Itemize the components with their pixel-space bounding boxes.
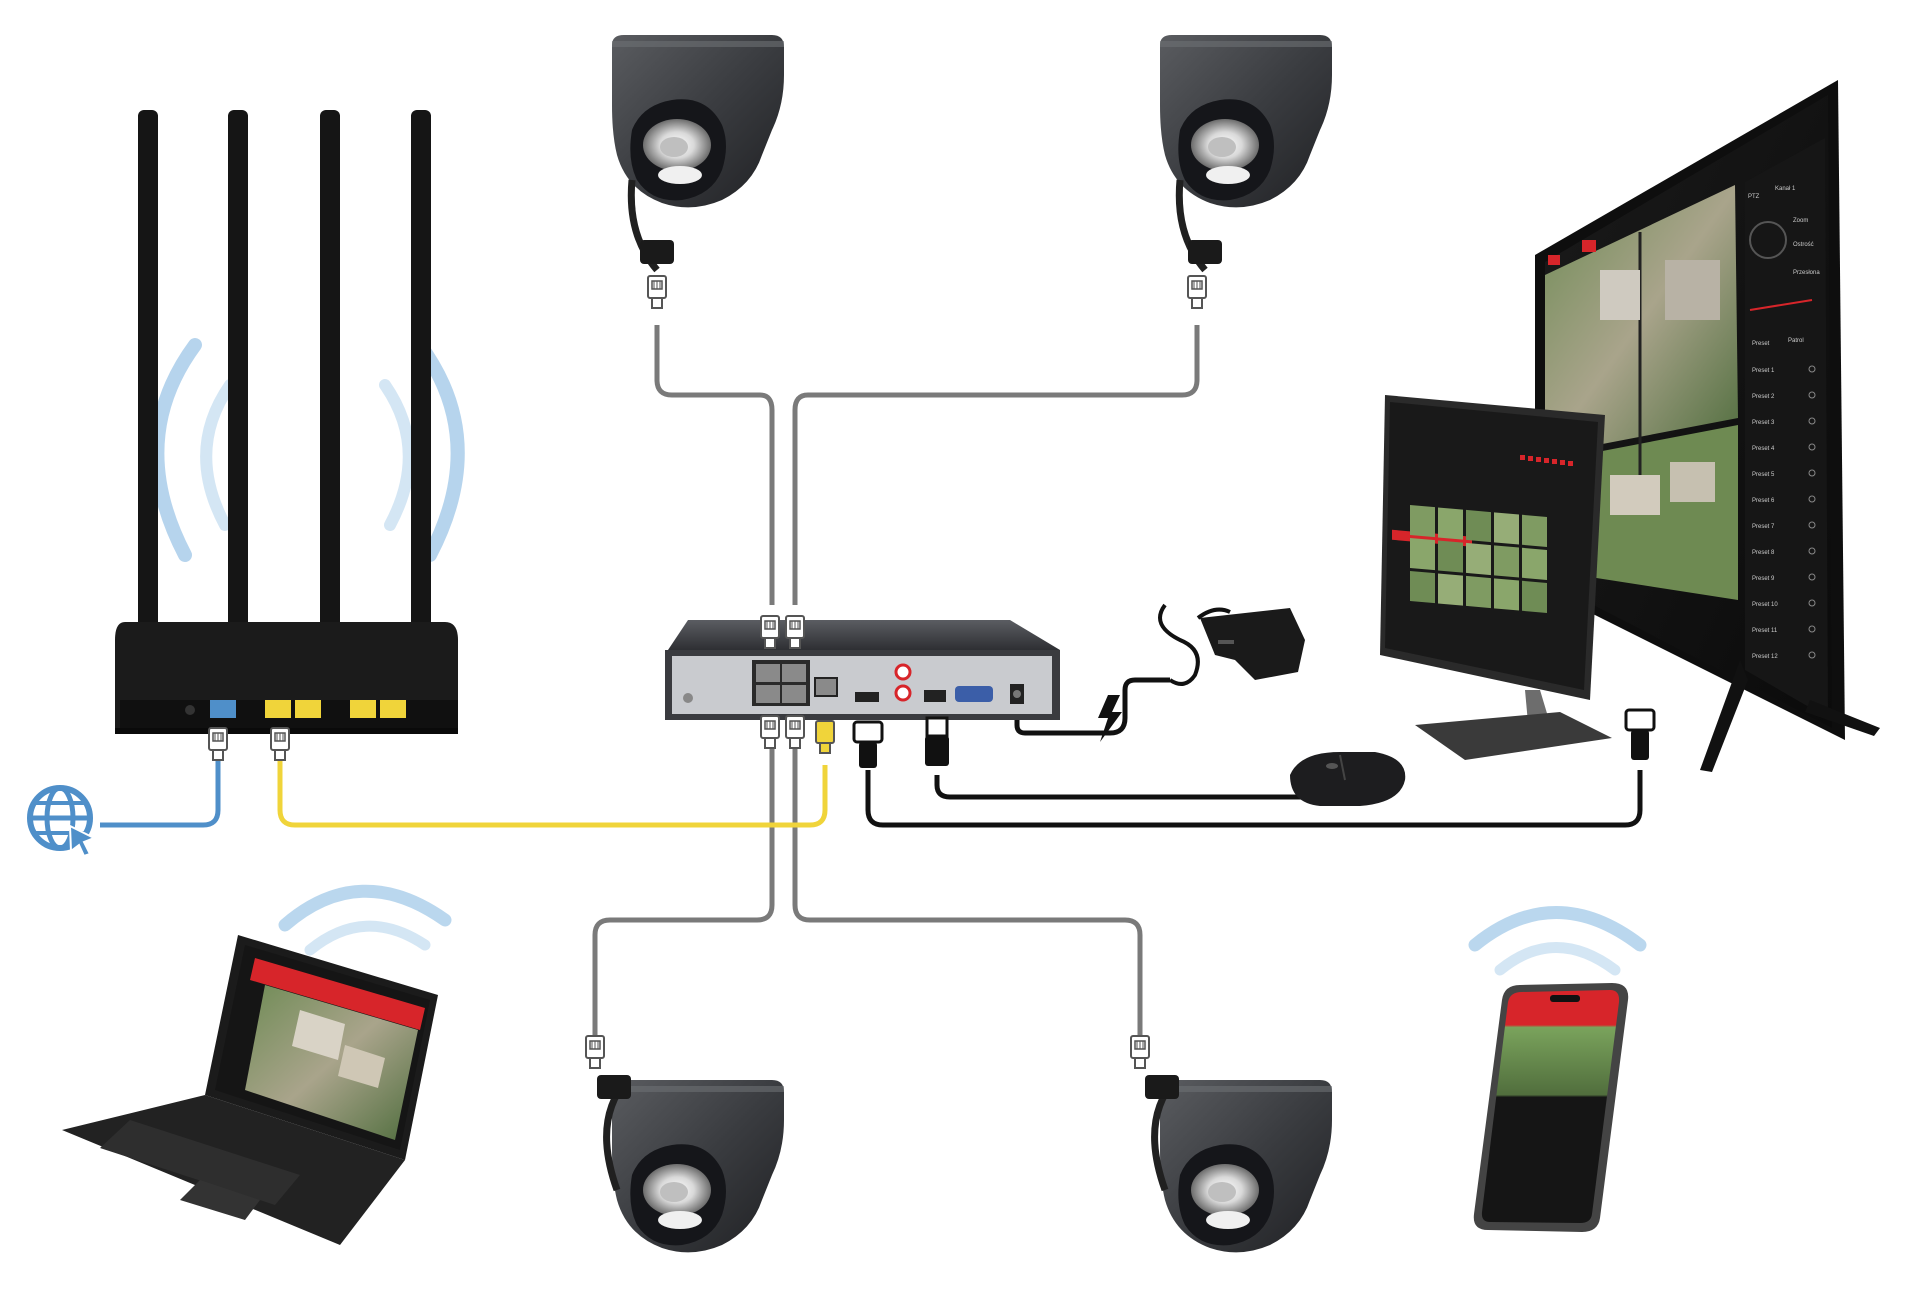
rj45-plug-icon <box>1130 1035 1150 1069</box>
dome-camera-4 <box>1145 1075 1332 1253</box>
nvr-recorder <box>665 620 1060 720</box>
hdmi-cable <box>865 770 1643 828</box>
tv-preset-action-icon[interactable] <box>1808 651 1816 659</box>
tv-preset-item[interactable]: Preset 3 <box>1752 420 1775 426</box>
desktop-monitor <box>1380 395 1612 760</box>
laptop <box>62 935 438 1245</box>
tv-preset-action-icon[interactable] <box>1808 625 1816 633</box>
tv-preset-action-icon[interactable] <box>1808 417 1816 425</box>
lan-cable <box>277 760 828 828</box>
tv-monitor: PTZ Kanał 1 Zoom Ostrość Przesłona Prese… <box>1535 80 1880 772</box>
tv-preset-item[interactable]: Preset 5 <box>1752 472 1775 478</box>
cable-camera-2 <box>792 325 1200 605</box>
tv-ostrosc: Ostrość <box>1793 242 1814 248</box>
dome-camera-3 <box>597 1075 784 1253</box>
tv-preset-action-icon[interactable] <box>1808 521 1816 529</box>
rj45-plug-icon <box>815 720 835 754</box>
hdmi-plug-icon <box>1624 708 1656 760</box>
tv-preset-action-icon[interactable] <box>1808 599 1816 607</box>
usb-plug-icon <box>925 716 949 766</box>
rj45-plug-icon <box>785 715 805 749</box>
tv-preset-item[interactable]: Preset 7 <box>1752 524 1775 530</box>
tv-preset-list: Preset 1 Preset 2 Preset 3 Preset 4 Preset 5… <box>1752 365 1816 660</box>
tv-preset-action-icon[interactable] <box>1808 469 1816 477</box>
rj45-plug-icon <box>208 727 228 761</box>
dome-camera-2 <box>1160 35 1332 273</box>
usb-cable <box>934 775 1340 800</box>
dome-camera-1 <box>612 35 784 273</box>
tv-zoom: Zoom <box>1793 218 1808 224</box>
rj45-plug-icon <box>585 1035 605 1069</box>
tv-preset-action-icon[interactable] <box>1808 547 1816 555</box>
tv-preset-action-icon[interactable] <box>1808 495 1816 503</box>
tv-patrol-tab[interactable]: Patrol <box>1788 338 1804 344</box>
tv-ptz-title: PTZ <box>1748 194 1760 200</box>
cable-camera-4 <box>792 720 1143 1040</box>
tv-preset-action-icon[interactable] <box>1808 573 1816 581</box>
tv-preset-action-icon[interactable] <box>1808 391 1816 399</box>
tv-preset-item[interactable]: Preset 6 <box>1752 498 1775 504</box>
rj45-plug-icon <box>760 715 780 749</box>
black-cables <box>865 677 1643 828</box>
hdmi-plug-icon <box>852 720 884 768</box>
lightning-icon <box>1098 695 1122 742</box>
tv-preset-item[interactable]: Preset 4 <box>1752 446 1775 452</box>
globe-cursor-icon <box>27 785 97 858</box>
tv-preset-item[interactable]: Preset 1 <box>1752 368 1775 374</box>
rj45-plug-icon <box>647 275 667 309</box>
tv-preset-item[interactable]: Preset 12 <box>1752 654 1778 660</box>
tv-preset-item[interactable]: Preset 2 <box>1752 394 1775 400</box>
smartphone <box>1473 983 1629 1232</box>
camera-cables <box>592 325 1200 1040</box>
tv-preset-item[interactable]: Preset 8 <box>1752 550 1775 556</box>
rj45-plug-icon <box>1187 275 1207 309</box>
tv-preset-action-icon[interactable] <box>1808 365 1816 373</box>
cable-camera-3 <box>592 720 775 1040</box>
tv-preset-tab[interactable]: Preset <box>1752 341 1770 347</box>
tv-preset-action-icon[interactable] <box>1808 443 1816 451</box>
tv-preset-item[interactable]: Preset 9 <box>1752 576 1775 582</box>
tv-channel: Kanał 1 <box>1775 186 1796 192</box>
wifi-router <box>115 110 458 734</box>
tv-preset-item[interactable]: Preset 11 <box>1752 628 1778 634</box>
usb-mouse <box>1290 752 1406 806</box>
tv-preset-item[interactable]: Preset 10 <box>1752 602 1778 608</box>
power-adapter <box>1158 603 1305 686</box>
cable-camera-1 <box>654 325 775 605</box>
tv-przeslona: Przesłona <box>1793 270 1820 276</box>
wan-cable <box>100 760 221 828</box>
wifi-waves-icon <box>150 338 1647 976</box>
rj45-plug-icon <box>270 727 290 761</box>
power-cable <box>1014 677 1170 736</box>
